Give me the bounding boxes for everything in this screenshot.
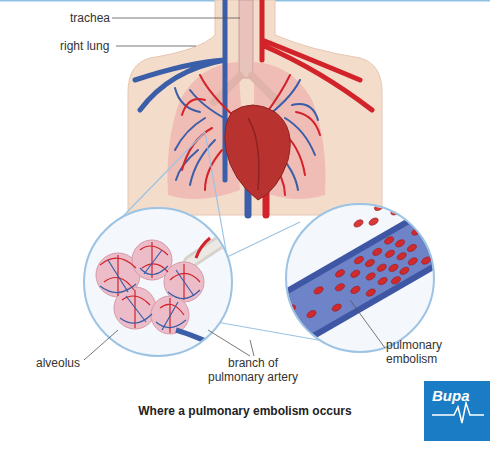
part-label: trachea — [70, 11, 130, 25]
leader-lines — [84, 18, 385, 360]
alveoli-magnified — [84, 208, 250, 356]
heart — [225, 105, 290, 200]
logo-pulse — [424, 381, 490, 441]
part-label: right lung — [60, 39, 130, 53]
logo-box: Bupa — [424, 381, 490, 441]
torso — [128, 0, 382, 215]
vessels — [135, 0, 372, 215]
figure-caption: Where a pulmonary embolism occurs — [40, 404, 450, 418]
part-label: branch of pulmonary artery — [203, 356, 303, 384]
heart-detail — [248, 118, 259, 190]
trachea — [239, 0, 253, 78]
part-label: alveolus — [36, 356, 96, 370]
part-label: pulmonary embolism — [386, 338, 458, 366]
pulse-line — [432, 403, 484, 423]
vessel-magnified — [246, 180, 462, 354]
logo-text: Bupa — [432, 387, 470, 404]
